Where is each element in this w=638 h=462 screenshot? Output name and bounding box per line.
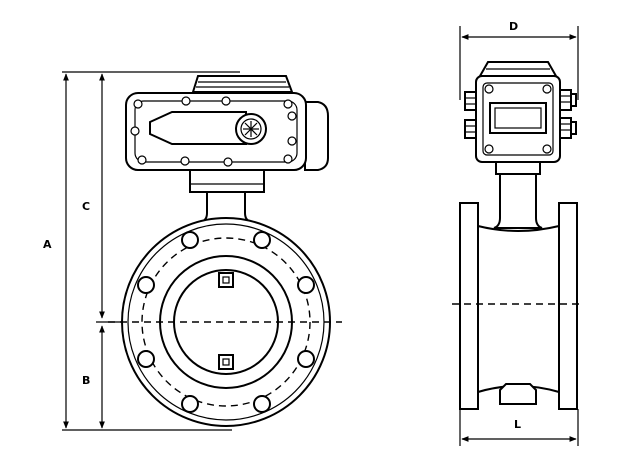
- valve-flange: [121, 217, 331, 427]
- dimension-d-label: D: [509, 20, 518, 33]
- actuator-side-cover: [304, 101, 329, 171]
- front-view: [108, 75, 342, 427]
- side-view: [452, 61, 584, 410]
- actuator-top-cap: [191, 75, 294, 93]
- side-cable-glands-left: [464, 91, 478, 139]
- side-actuator-housing: [475, 75, 561, 163]
- actuator-nameplate: [149, 111, 247, 145]
- flange-bolt-holes: [137, 231, 315, 413]
- side-mounting-bracket: [495, 161, 541, 175]
- side-bottom-boss: [499, 383, 537, 405]
- side-cable-glands-right: [558, 89, 577, 139]
- side-flange-left: [459, 202, 479, 410]
- dimension-lines-side: [459, 26, 579, 446]
- dimension-l-label: L: [514, 418, 521, 431]
- dimension-c-label: C: [82, 200, 90, 213]
- dimension-lines-left: [62, 71, 240, 431]
- stem-bosses: [218, 272, 234, 370]
- dimension-a-label: A: [43, 238, 52, 251]
- mounting-bracket: [189, 169, 265, 193]
- position-indicator: [235, 113, 267, 145]
- actuator-bolts: [130, 96, 297, 167]
- side-flange-right: [558, 202, 578, 410]
- side-valve-body: [477, 224, 560, 394]
- dimension-b-label: B: [82, 374, 90, 387]
- side-valve-neck: [493, 173, 543, 229]
